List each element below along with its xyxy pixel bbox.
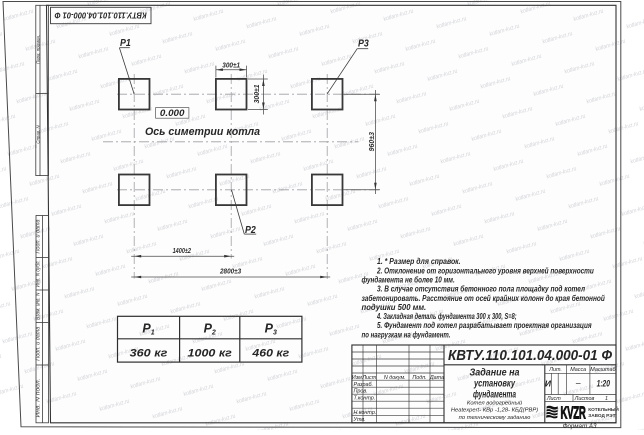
svg-text:P2: P2	[245, 225, 256, 236]
svg-text:KVZR: KVZR	[561, 402, 586, 422]
svg-text:1000 кг: 1000 кг	[188, 348, 233, 360]
svg-text:Т.контр.: Т.контр.	[354, 396, 376, 402]
svg-text:Heatexpert- КВр -1,28- КБД(РВР: Heatexpert- КВр -1,28- КБД(РВР)	[451, 407, 538, 413]
svg-text:Масштаб: Масштаб	[590, 367, 616, 373]
svg-text:КВТУ.110.101.04.000-01 Ф: КВТУ.110.101.04.000-01 Ф	[448, 347, 612, 364]
svg-text:фундамента не более 10 мм.: фундамента не более 10 мм.	[362, 276, 455, 285]
svg-text:И: И	[545, 379, 552, 389]
svg-text:Перв. примен.: Перв. примен.	[35, 35, 40, 64]
svg-text:Листов: Листов	[574, 396, 595, 402]
svg-text:Справ. N: Справ. N	[35, 124, 40, 143]
svg-text:300±1: 300±1	[253, 84, 261, 103]
svg-text:Лит.: Лит.	[548, 367, 562, 373]
svg-text:300±1: 300±1	[222, 61, 240, 69]
svg-text:Взам. инв. N: Взам. инв. N	[36, 292, 42, 320]
svg-text:–: –	[575, 378, 581, 388]
svg-text:КОТЕЛЬНЫЙ: КОТЕЛЬНЫЙ	[588, 405, 619, 412]
svg-text:Утв.: Утв.	[353, 417, 366, 423]
svg-text:P1: P1	[120, 38, 131, 49]
svg-text:Масса: Масса	[570, 367, 586, 373]
svg-text:по техническому заданию: по техническому заданию	[459, 415, 531, 421]
svg-text:P3: P3	[358, 39, 369, 50]
svg-text:Н.контр.: Н.контр.	[354, 410, 377, 416]
svg-text:4. Закладная деталь фундамента: 4. Закладная деталь фундамента 300 х 300…	[376, 312, 517, 321]
svg-text:Дата: Дата	[429, 375, 444, 381]
svg-text:КВТУ.110.101.04.000-01 Ф: КВТУ.110.101.04.000-01 Ф	[54, 11, 147, 20]
svg-text:установку: установку	[473, 377, 516, 389]
svg-text:Ось симетрии котла: Ось симетрии котла	[145, 126, 260, 138]
svg-text:подушки 500 мм.: подушки 500 мм.	[362, 303, 427, 312]
svg-text:Подп. и дата: Подп. и дата	[36, 219, 42, 254]
svg-text:N докум.: N докум.	[384, 375, 406, 381]
svg-text:забетонировать. Расстояние от: забетонировать. Расстояние от осей крайн…	[362, 294, 605, 303]
svg-text:3. В случае отсутствия бетонно: 3. В случае отсутствия бетонного пола пл…	[377, 285, 585, 294]
svg-text:Котел водогрейный: Котел водогрейный	[467, 399, 523, 406]
svg-text:Формат А3: Формат А3	[563, 423, 597, 430]
svg-text:Подп. и дата: Подп. и дата	[36, 326, 42, 361]
svg-text:960±3: 960±3	[368, 132, 376, 151]
svg-text:Инв. N подл.: Инв. N подл.	[36, 379, 42, 418]
svg-text:1. * Размер для справок.: 1. * Размер для справок.	[377, 257, 461, 266]
svg-text:Пров.: Пров.	[354, 389, 368, 395]
svg-text:1: 1	[605, 396, 608, 402]
svg-text:Подп.: Подп.	[412, 375, 426, 381]
svg-text:фундамента: фундамента	[473, 389, 516, 401]
svg-text:1400±2: 1400±2	[173, 247, 191, 255]
svg-text:Разраб.: Разраб.	[354, 382, 374, 388]
svg-text:Инв. N дубл.: Инв. N дубл.	[36, 260, 42, 287]
svg-text:Лист: Лист	[546, 396, 561, 402]
svg-text:360 кг: 360 кг	[130, 348, 168, 360]
svg-text:по нагрузкам на фундамент.: по нагрузкам на фундамент.	[362, 330, 451, 339]
svg-text:Лист: Лист	[361, 375, 376, 381]
svg-text:0.000: 0.000	[160, 108, 185, 118]
svg-text:ЗАВОД РЭТ: ЗАВОД РЭТ	[588, 413, 615, 418]
svg-text:2. Отклонение от горизонтально: 2. Отклонение от горизонтального уровня …	[376, 267, 594, 276]
svg-text:2800±3: 2800±3	[219, 267, 241, 275]
svg-text:5. Фундамент под котел разраба: 5. Фундамент под котел разрабатывает про…	[377, 321, 592, 330]
svg-text:460 кг: 460 кг	[251, 348, 289, 360]
svg-text:1:20: 1:20	[597, 379, 610, 389]
